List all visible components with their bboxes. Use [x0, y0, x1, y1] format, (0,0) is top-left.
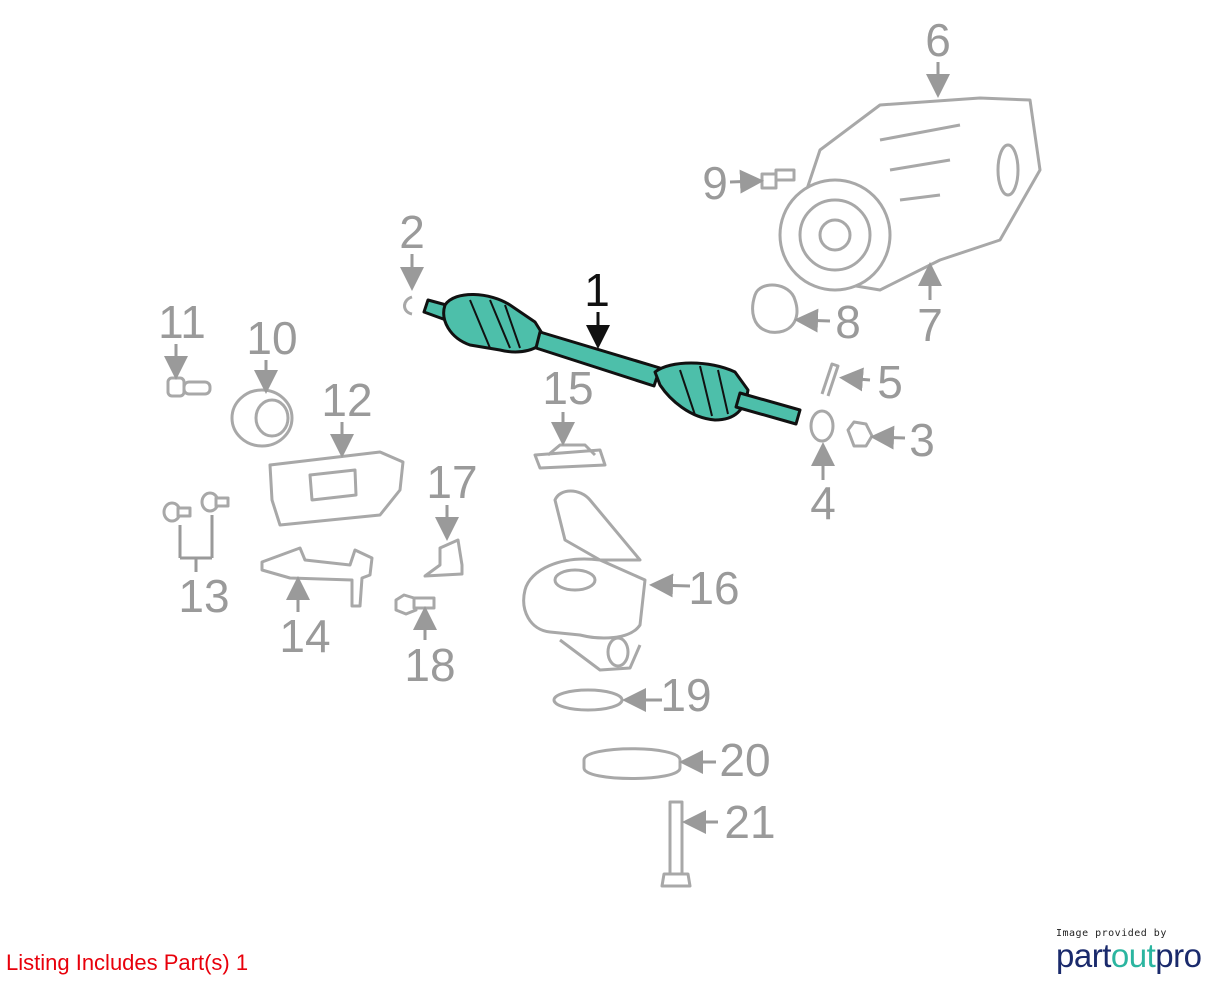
- callout-6: 6: [925, 14, 951, 66]
- callout-2: 2: [399, 206, 425, 258]
- bump-stop-part: [533, 443, 607, 470]
- callout-12: 12: [321, 374, 372, 426]
- bolt-9-part: [760, 168, 796, 190]
- callout-10: 10: [246, 312, 297, 364]
- isolator-ring-part: [552, 688, 624, 712]
- callout-17: 17: [426, 456, 477, 508]
- callout-18: 18: [404, 639, 455, 691]
- logo-wordmark: partoutpro: [1056, 939, 1206, 973]
- logo-caption: Image provided by: [1056, 928, 1167, 939]
- callout-14: 14: [279, 610, 330, 662]
- callout-13: 13: [178, 570, 229, 622]
- snap-ring-part: [403, 295, 413, 316]
- long-bolt-part: [660, 800, 692, 888]
- callout-5: 5: [877, 356, 903, 408]
- bolt-11-part: [166, 376, 212, 398]
- callout-21: 21: [724, 796, 775, 848]
- bracket-14-part: [260, 546, 374, 608]
- callout-11: 11: [158, 296, 206, 348]
- callout-3: 3: [909, 414, 935, 466]
- logo-word-start: part: [1056, 937, 1111, 974]
- callout-20: 20: [719, 734, 770, 786]
- callout-8: 8: [835, 296, 861, 348]
- callout-15: 15: [542, 362, 593, 414]
- control-module-part: [268, 450, 405, 527]
- mount-bracket-part: [522, 489, 647, 672]
- callout-16: 16: [688, 562, 739, 614]
- clip-bracket-17-part: [423, 538, 464, 578]
- callout-4: 4: [810, 477, 836, 529]
- logo-word-end: pro: [1155, 937, 1202, 974]
- washer-part: [809, 409, 835, 443]
- nut-part: [846, 420, 874, 448]
- listing-includes-text: Listing Includes Part(s) 1: [6, 950, 249, 975]
- callout-7: 7: [917, 299, 943, 351]
- axle-shaft-part: [422, 293, 802, 426]
- callout-19: 19: [660, 669, 711, 721]
- bolt-18-part: [394, 593, 436, 616]
- gasket-part: [751, 283, 799, 334]
- bolts-13-part: [162, 491, 230, 523]
- callout-arrows: [164, 62, 950, 834]
- callout-9: 9: [702, 157, 728, 209]
- clip-part: [820, 362, 840, 397]
- washer-plate-part: [582, 747, 682, 780]
- partoutpro-logo: Image provided by partoutpro: [1056, 928, 1206, 973]
- logo-word-mid: out: [1110, 937, 1156, 974]
- differential-housing-part: [778, 96, 1042, 292]
- callout-1: 1: [584, 264, 610, 316]
- bushing-part: [230, 388, 294, 448]
